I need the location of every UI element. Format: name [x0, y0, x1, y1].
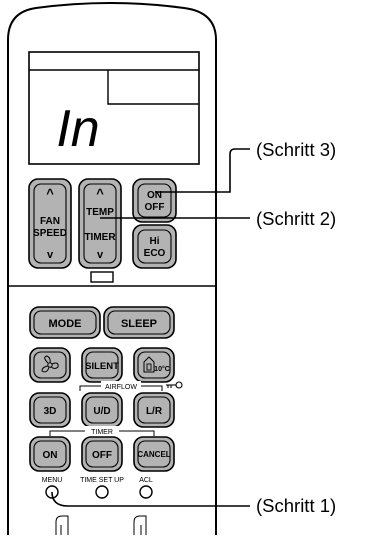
hi-eco-button[interactable]: Hi ECO: [132, 224, 177, 269]
silent-label: SILENT: [85, 361, 119, 372]
lcd-readout: In: [56, 100, 99, 158]
right-foot: [133, 515, 147, 535]
fan-speed-down-glyph: v: [47, 249, 54, 261]
step1-leader-line: [51, 491, 250, 507]
sleep-button[interactable]: SLEEP: [103, 306, 175, 339]
fan-mode-button[interactable]: [29, 347, 71, 383]
acl-label: ACL: [139, 477, 153, 484]
timer-label: TIMER: [84, 232, 116, 243]
step1-callout: (Schritt 1): [256, 495, 336, 516]
lr-label: L/R: [146, 406, 163, 417]
on-off-button[interactable]: ON OFF: [132, 178, 177, 223]
temp-timer-button[interactable]: ^ TEMP TIMER v: [78, 178, 122, 269]
mode-label: MODE: [49, 318, 82, 330]
acl-button[interactable]: [139, 485, 153, 499]
silent-button[interactable]: SILENT: [81, 347, 123, 383]
3d-label: 3D: [44, 406, 57, 417]
ud-button[interactable]: U/D: [81, 392, 123, 428]
on-off-label-2: OFF: [145, 202, 165, 213]
lr-button[interactable]: L/R: [133, 392, 175, 428]
time-set-up-button[interactable]: [95, 485, 109, 499]
sleep-label: SLEEP: [121, 318, 157, 330]
lcd-display: In: [28, 51, 200, 165]
hi-eco-label-1: Hi: [150, 236, 160, 247]
step3-leader-line: [155, 148, 250, 193]
cancel-label: CANCEL: [137, 450, 170, 459]
timer-group-label: TIMER: [91, 429, 113, 436]
temp-10c-button[interactable]: 10°C: [133, 347, 175, 383]
hi-eco-label-2: ECO: [144, 248, 166, 259]
cancel-button[interactable]: CANCEL: [133, 436, 175, 472]
timer-down-glyph: v: [97, 249, 104, 261]
timer-on-button[interactable]: ON: [29, 436, 71, 472]
airflow-group-bracket: AIRFLOW: [79, 381, 163, 391]
on-off-label-1: ON: [147, 190, 162, 201]
temp-up-glyph: ^: [96, 186, 104, 201]
3d-button[interactable]: 3D: [29, 392, 71, 428]
fan-icon: [41, 355, 59, 373]
mode-button[interactable]: MODE: [29, 306, 101, 339]
left-foot: [55, 515, 69, 535]
fan-speed-up-glyph: ^: [46, 186, 54, 201]
airflow-label: AIRFLOW: [105, 384, 137, 391]
fan-speed-label-1: FAN: [40, 216, 60, 227]
step3-callout: (Schritt 3): [256, 139, 336, 160]
time-set-up-label: TIME SET UP: [80, 477, 124, 484]
timer-group-bracket: TIMER: [49, 426, 155, 436]
timer-off-button[interactable]: OFF: [81, 436, 123, 472]
key-lock-icon: [166, 381, 183, 389]
timer-on-label: ON: [43, 450, 58, 461]
temp-10c-label: 10°C: [154, 365, 170, 373]
hinge-tab: [90, 271, 114, 283]
house-icon: [143, 356, 155, 373]
menu-label: MENU: [42, 477, 63, 484]
step2-callout: (Schritt 2): [256, 208, 336, 229]
ud-label: U/D: [93, 406, 110, 417]
fan-speed-button[interactable]: ^ FAN SPEED v: [28, 178, 72, 269]
temp-label: TEMP: [86, 207, 114, 218]
timer-off-label: OFF: [92, 450, 112, 461]
fan-speed-label-2: SPEED: [33, 228, 67, 239]
